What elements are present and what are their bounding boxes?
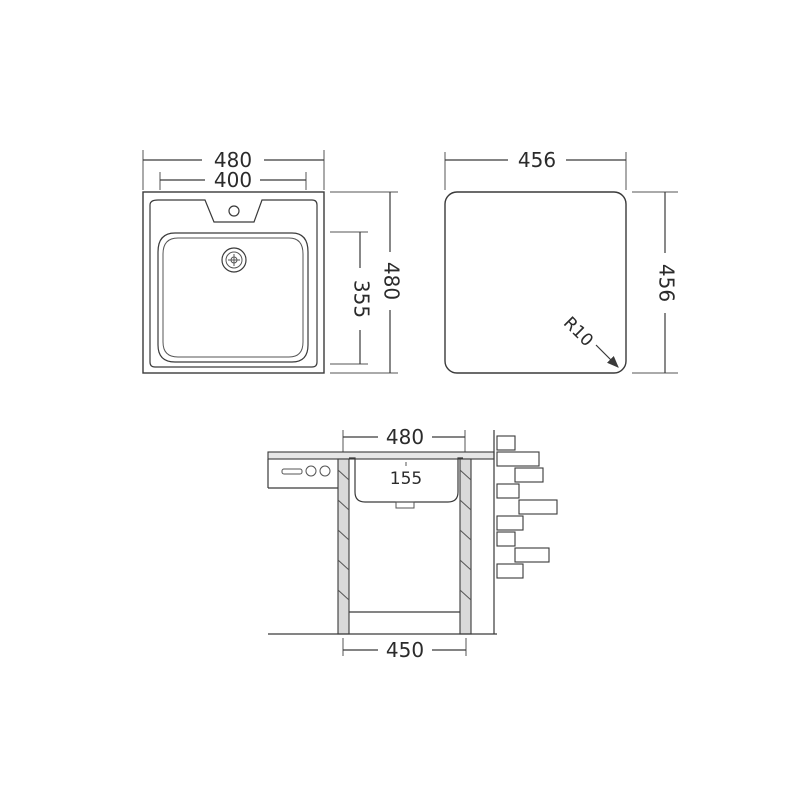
knob-icon: [319, 465, 331, 477]
faucet-hole-icon: [228, 205, 240, 217]
cabinet-left-wall: [337, 458, 350, 635]
sink-bowl: [157, 232, 309, 363]
cutout-height-label: 456: [655, 264, 679, 302]
section-view: 480 155: [267, 425, 558, 662]
cutout-outline: [444, 191, 627, 374]
brick-wall: [496, 435, 558, 579]
knob-icon: [305, 465, 317, 477]
section-depth-label: 155: [390, 469, 422, 489]
sink-outer-rim: [142, 191, 325, 374]
drain-outlet-icon: [395, 501, 415, 509]
drain-icon: [221, 247, 247, 273]
cutout-width-label: 456: [518, 148, 556, 172]
top-width-inner-label: 400: [214, 168, 252, 192]
cabinet-right-wall: [459, 458, 472, 635]
top-height-outer-label: 480: [380, 262, 404, 300]
drawer-handle-icon: [281, 468, 303, 475]
top-width-outer-label: 480: [214, 148, 252, 172]
top-height-inner-label: 355: [350, 280, 374, 318]
top-view: 480 400 355 480: [142, 148, 404, 374]
section-width-bottom-label: 450: [386, 638, 424, 662]
cutout-view: 456 R10 456: [444, 148, 679, 374]
section-width-top-label: 480: [386, 425, 424, 449]
